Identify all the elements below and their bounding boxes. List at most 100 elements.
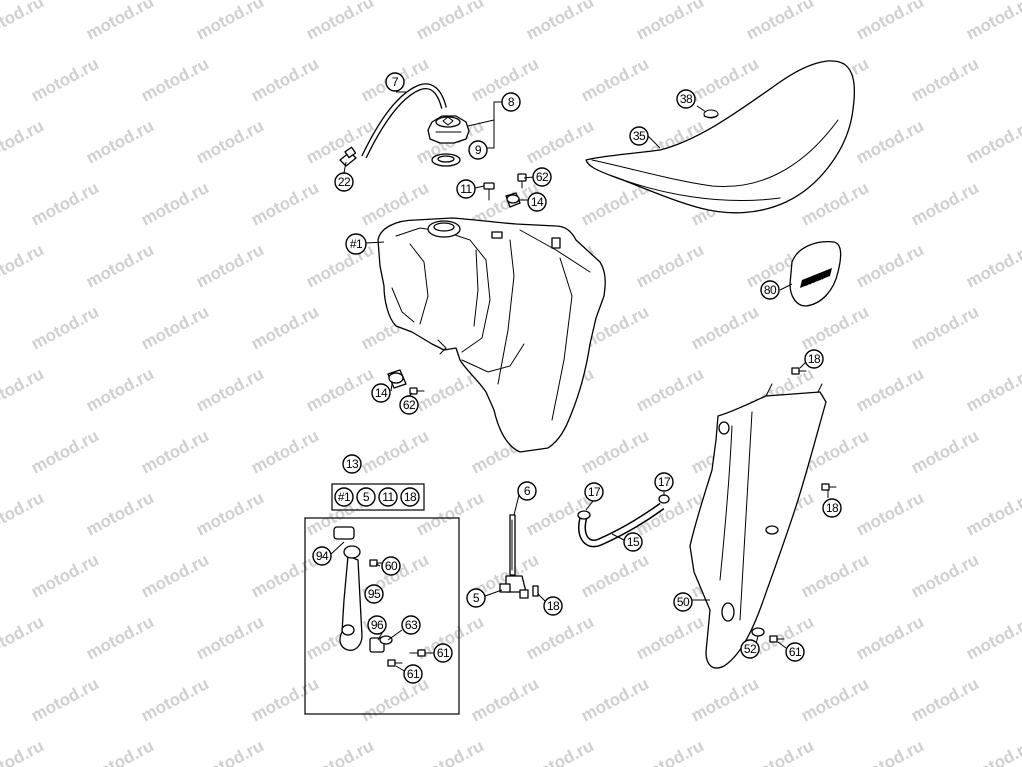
- watermark-text: motod.ru: [28, 550, 102, 601]
- watermark-text: motod.ru: [853, 240, 927, 291]
- watermark-text: motod.ru: [248, 550, 322, 601]
- hose-clamp-2: [658, 494, 670, 504]
- callout-label: 11: [382, 490, 394, 504]
- fuel-line-part: [578, 502, 665, 548]
- watermark-text: motod.ru: [743, 736, 817, 767]
- kit-contents-box: [331, 483, 425, 511]
- fuel-cap-part: [427, 115, 470, 144]
- callout-label: 61: [407, 667, 420, 681]
- callout-label: 38: [680, 92, 693, 106]
- callout-label: 15: [627, 535, 640, 549]
- watermark-text: motod.ru: [633, 0, 707, 44]
- callout-62-lower: 62: [399, 395, 419, 415]
- watermark-text: motod.ru: [1018, 426, 1022, 477]
- watermark-text: motod.ru: [413, 736, 487, 767]
- watermark-text: motod.ru: [248, 426, 322, 477]
- watermark-text: motod.ru: [908, 302, 982, 353]
- callout-label: 52: [744, 642, 757, 656]
- watermark-text: motod.ru: [578, 54, 652, 105]
- watermark-text: motod.ru: [1018, 54, 1022, 105]
- watermark-text: motod.ru: [83, 240, 157, 291]
- watermark-text: motod.ru: [83, 488, 157, 539]
- tap-screw-part: [532, 585, 539, 597]
- watermark-text: motod.ru: [303, 0, 377, 44]
- watermark-text: motod.ru: [853, 736, 927, 767]
- callout-18-panel-top: 18: [804, 349, 824, 369]
- callout-1-tank: #1: [345, 233, 367, 255]
- callout-62-top: 62: [532, 167, 552, 187]
- callout-label: 11: [460, 182, 472, 196]
- watermark-text: motod.ru: [193, 0, 267, 44]
- mounting-detail-box: [304, 517, 460, 715]
- callout-label: 22: [338, 175, 351, 189]
- watermark-text: motod.ru: [908, 674, 982, 725]
- callout-7: 7: [385, 72, 405, 92]
- watermark-text: motod.ru: [138, 674, 212, 725]
- callout-8: 8: [501, 92, 521, 112]
- watermark-text: motod.ru: [303, 736, 377, 767]
- callout-80: 80: [760, 280, 780, 300]
- callout-label: 13: [346, 457, 359, 471]
- watermark-text: motod.ru: [138, 178, 212, 229]
- watermark-text: motod.ru: [0, 488, 47, 539]
- callout-60: 60: [381, 556, 401, 576]
- callout-13: 13: [342, 454, 362, 474]
- watermark-text: motod.ru: [1018, 674, 1022, 725]
- callout-61-detail-b: 61: [403, 664, 423, 684]
- watermark-text: motod.ru: [1018, 302, 1022, 353]
- watermark-text: motod.ru: [193, 488, 267, 539]
- callout-label: 61: [437, 646, 450, 660]
- watermark-text: motod.ru: [193, 612, 267, 663]
- callout-label: 17: [588, 485, 601, 499]
- callout-label: 9: [475, 143, 482, 157]
- callout-38: 38: [676, 89, 696, 109]
- watermark-text: motod.ru: [83, 364, 157, 415]
- callout-label: 61: [789, 645, 802, 659]
- callout-label: 62: [536, 170, 549, 184]
- watermark-text: motod.ru: [303, 364, 377, 415]
- callout-label: 80: [764, 283, 777, 297]
- screw-lower-part: [409, 387, 425, 395]
- callout-label: 63: [405, 618, 418, 632]
- callout-label: 7: [392, 75, 399, 89]
- callout-label: 96: [371, 618, 384, 632]
- watermark-text: motod.ru: [248, 674, 322, 725]
- kit-callout-11: 11: [378, 487, 398, 507]
- watermark-text: motod.ru: [138, 302, 212, 353]
- watermark-text: motod.ru: [193, 736, 267, 767]
- watermark-text: motod.ru: [633, 364, 707, 415]
- panel-screw-3: [769, 635, 785, 643]
- callout-label: 50: [677, 595, 690, 609]
- watermark-text: motod.ru: [83, 736, 157, 767]
- watermark-text: motod.ru: [853, 364, 927, 415]
- watermark-text: motod.ru: [963, 116, 1022, 167]
- callout-label: 5: [363, 490, 370, 504]
- callout-14-lower: 14: [371, 383, 391, 403]
- watermark-text: motod.ru: [138, 426, 212, 477]
- callout-label: 18: [404, 490, 417, 504]
- watermark-text: motod.ru: [193, 116, 267, 167]
- fuel-tap-part: [499, 514, 529, 599]
- watermark-text: motod.ru: [28, 302, 102, 353]
- watermark-text: motod.ru: [1018, 550, 1022, 601]
- watermark-text: motod.ru: [963, 736, 1022, 767]
- watermark-text: motod.ru: [28, 426, 102, 477]
- spacer-lower-part: [387, 369, 407, 389]
- callout-label: #1: [338, 490, 351, 504]
- callout-label: 8: [508, 95, 515, 109]
- callout-35: 35: [629, 126, 649, 146]
- callout-17-left: 17: [584, 482, 604, 502]
- watermark-text: motod.ru: [413, 0, 487, 44]
- watermark-text: motod.ru: [193, 240, 267, 291]
- watermark-text: motod.ru: [743, 0, 817, 44]
- callout-50: 50: [673, 592, 693, 612]
- detail-screw-2: [409, 649, 426, 657]
- watermark-text: motod.ru: [633, 736, 707, 767]
- callout-5: 5: [466, 588, 486, 608]
- callout-61-panel: 61: [785, 642, 805, 662]
- watermark-text: motod.ru: [248, 54, 322, 105]
- watermark-text: motod.ru: [83, 116, 157, 167]
- callout-layer: 7 8 9 22 11 62 14 #1 14 62 13 #1 5 11 18…: [312, 72, 842, 684]
- callout-label: 14: [531, 195, 544, 209]
- watermark-text: motod.ru: [963, 0, 1022, 44]
